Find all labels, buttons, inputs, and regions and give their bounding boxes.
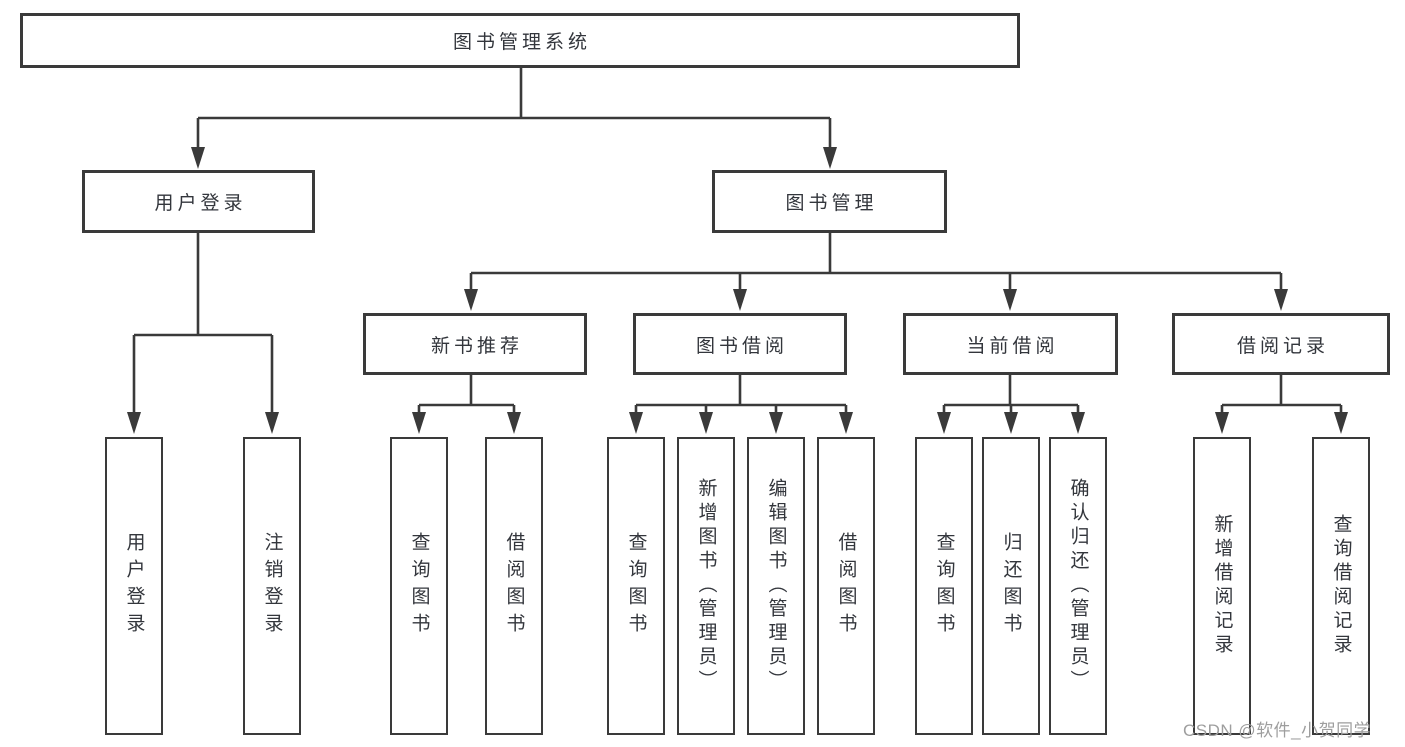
leaf-label: 新增图书（管理员）	[695, 478, 717, 694]
leaf-borrow-books-borrow: 借阅图书	[817, 437, 875, 735]
leaf-query-books-current: 查询图书	[915, 437, 973, 735]
leaf-add-book-admin: 新增图书（管理员）	[677, 437, 735, 735]
leaf-label: 注销登录	[261, 532, 283, 640]
node-label: 借阅记录	[1236, 335, 1329, 357]
node-borrow-records: 借阅记录	[1172, 313, 1390, 375]
leaf-label: 查询图书	[625, 532, 647, 640]
node-book-borrow: 图书借阅	[633, 313, 847, 375]
leaf-logout: 注销登录	[243, 437, 301, 735]
node-label: 新书推荐	[430, 335, 523, 357]
leaf-label: 确认归还（管理员）	[1067, 478, 1089, 694]
leaf-label: 查询图书	[933, 532, 955, 640]
node-user-login: 用户登录	[82, 170, 315, 233]
leaf-borrow-books-recommend: 借阅图书	[485, 437, 543, 735]
arrowheads	[127, 147, 1348, 434]
node-book-management: 图书管理	[712, 170, 947, 233]
node-label: 图书管理系统	[452, 32, 591, 53]
leaf-confirm-return-admin: 确认归还（管理员）	[1049, 437, 1107, 735]
node-label: 图书管理	[785, 193, 878, 214]
node-current-borrow: 当前借阅	[903, 313, 1118, 375]
leaf-add-borrow-record: 新增借阅记录	[1193, 437, 1251, 735]
leaf-label: 借阅图书	[503, 532, 525, 640]
node-label: 图书借阅	[695, 335, 788, 357]
leaf-label: 查询借阅记录	[1330, 514, 1352, 658]
leaf-query-borrow-record: 查询借阅记录	[1312, 437, 1370, 735]
leaf-query-books-borrow: 查询图书	[607, 437, 665, 735]
leaf-edit-book-admin: 编辑图书（管理员）	[747, 437, 805, 735]
leaf-label: 用户登录	[123, 532, 145, 640]
leaf-query-books-recommend: 查询图书	[390, 437, 448, 735]
leaf-user-login: 用户登录	[105, 437, 163, 735]
watermark: CSDN @软件_小贺同学	[1183, 721, 1372, 740]
leaf-label: 编辑图书（管理员）	[765, 478, 787, 694]
leaf-label: 归还图书	[1000, 532, 1022, 640]
node-new-book-recommend: 新书推荐	[363, 313, 587, 375]
node-label: 用户登录	[154, 193, 247, 214]
leaf-label: 借阅图书	[835, 532, 857, 640]
node-label: 当前借阅	[966, 335, 1059, 357]
leaf-label: 查询图书	[408, 532, 430, 640]
leaf-return-book: 归还图书	[982, 437, 1040, 735]
leaf-label: 新增借阅记录	[1211, 514, 1233, 658]
node-library-management-system: 图书管理系统	[20, 13, 1020, 68]
